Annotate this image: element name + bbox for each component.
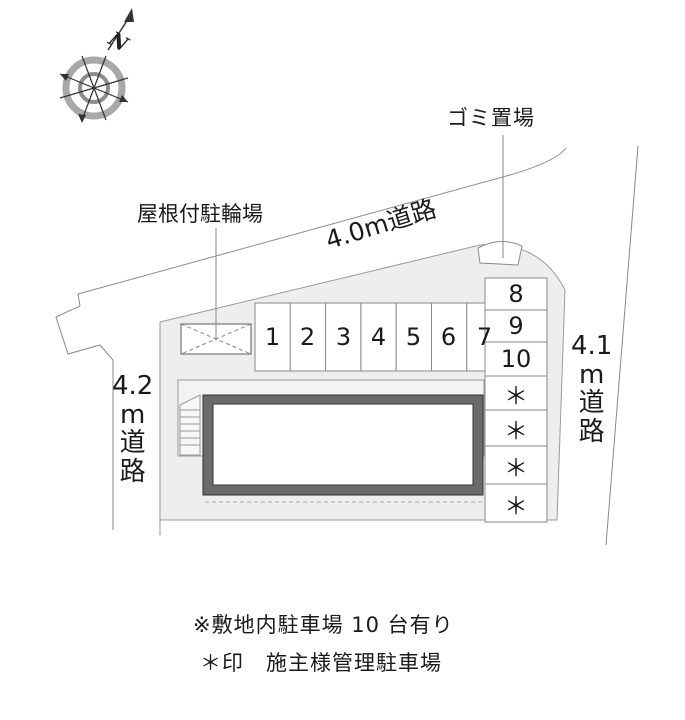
parking-slot-6: 6 (440, 323, 457, 351)
parking-slot-4: 4 (370, 323, 387, 351)
parking-slot-3: 3 (335, 323, 352, 351)
road-right-unit: m (579, 359, 605, 390)
road-outline-right (605, 145, 639, 546)
owner-managed-note: ＊印 施主様管理駐車場 (200, 651, 442, 675)
parking-slot-owner-4: ＊ (504, 491, 528, 520)
parking-right-column (484, 277, 548, 523)
parking-slot-10: 10 (500, 345, 532, 373)
parking-slot-5: 5 (405, 323, 422, 351)
bicycle-parking (180, 228, 252, 355)
parking-slot-1: 1 (264, 323, 281, 351)
road-right-label: 4.1 m 道 路 (571, 332, 612, 446)
bicycle-parking-label: 屋根付駐輪場 (137, 202, 263, 226)
stairs (179, 394, 201, 456)
building (202, 394, 484, 503)
garbage-area-label: ゴミ置場 (447, 106, 535, 130)
parking-slot-owner-2: ＊ (504, 416, 528, 445)
parking-slot-7: 7 (476, 323, 493, 351)
parking-slot-owner-1: ＊ (504, 381, 528, 410)
road-right-width: 4.1 (571, 331, 613, 361)
road-left-char2: 路 (119, 456, 146, 487)
compass-rose-icon: N (59, 8, 134, 123)
parking-slot-owner-3: ＊ (504, 453, 528, 482)
road-left-unit: m (120, 399, 146, 430)
north-label: N (104, 26, 133, 57)
road-left-label: 4.2 m 道 路 (112, 372, 153, 486)
parking-top-row (254, 302, 503, 372)
road-right-char1: 道 (578, 388, 605, 419)
garbage-area (477, 241, 523, 266)
parking-slot-2: 2 (299, 323, 316, 351)
parking-count-note: ※敷地内駐車場 10 台有り (193, 613, 454, 637)
parking-slot-9: 9 (508, 312, 524, 340)
road-outline-top (55, 147, 567, 530)
road-right-char2: 路 (578, 416, 605, 447)
road-left-char1: 道 (119, 428, 146, 459)
parking-slot-8: 8 (508, 280, 524, 308)
road-left-width: 4.2 (112, 371, 154, 401)
